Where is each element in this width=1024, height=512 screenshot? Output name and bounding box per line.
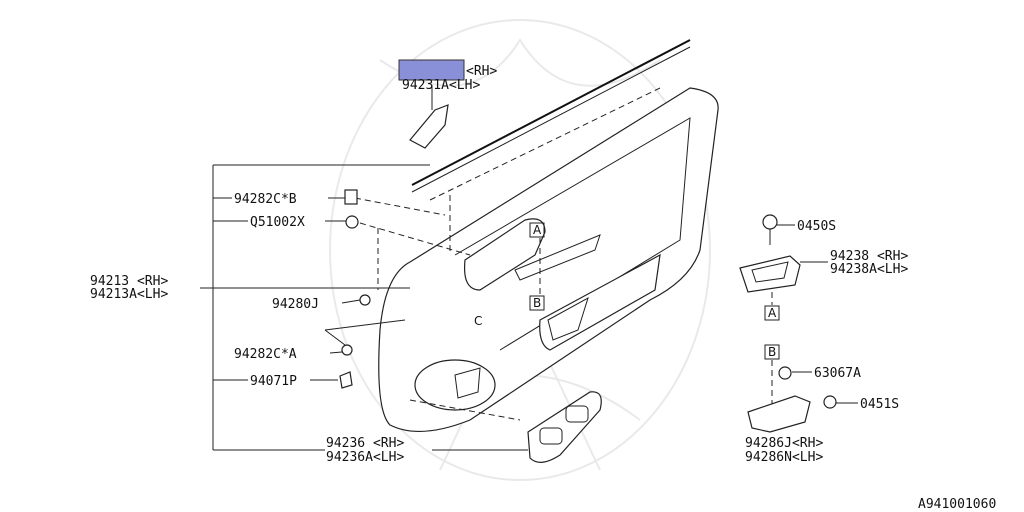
switch-2	[565, 405, 589, 423]
grille-mesh	[454, 367, 481, 399]
label-0450s: 0450S	[797, 219, 836, 234]
lead-94282ca-branch	[324, 319, 406, 346]
pull-cup-94286	[747, 395, 811, 433]
label-94071p: 94071P	[250, 374, 297, 389]
label-63067a: 63067A	[814, 366, 861, 381]
label-94286-rh: 94286J<RH>	[745, 436, 823, 451]
label-94286-lh: 94286N<LH>	[745, 450, 823, 465]
label-94238-lh: 94238A<LH>	[830, 262, 908, 277]
clip-94280j	[359, 294, 371, 306]
clip-94282ca	[341, 344, 353, 356]
speaker-grille	[414, 359, 496, 411]
dash-6	[409, 399, 521, 421]
drawing-id: A941001060	[918, 497, 996, 512]
screw-q51002x	[345, 215, 359, 229]
ref-a: A	[533, 223, 542, 237]
weatherstrip-edge	[411, 46, 691, 193]
lead-94282ca	[329, 351, 343, 354]
lead-94280j	[341, 299, 361, 304]
ref-b: B	[533, 296, 541, 310]
pocket-mesh	[547, 296, 589, 341]
label-94236-rh: 94236 <RH>	[326, 436, 404, 451]
screw-0451s	[823, 395, 837, 409]
dash-4	[354, 197, 446, 216]
clip-94071p	[339, 371, 353, 389]
top-clip-part	[409, 104, 449, 149]
ref-box-a2	[764, 305, 780, 321]
label-94282ca: 94282C*A	[234, 347, 297, 362]
label-q51002x: Q51002X	[250, 215, 305, 230]
weatherstrip	[411, 39, 691, 186]
handle-bezel-94238	[739, 255, 801, 293]
label-94282cb: 94282C*B	[234, 192, 297, 207]
ref-box-b2	[764, 344, 780, 360]
clip-63067a	[778, 366, 792, 380]
label-94280j: 94280J	[272, 297, 319, 312]
ref-box-b	[529, 295, 545, 311]
dash-5	[359, 222, 471, 256]
door-pocket	[539, 253, 661, 351]
ref-box-a	[529, 222, 545, 238]
label-94213-lh: 94213A<LH>	[90, 287, 168, 302]
label-94213-rh: 94213 <RH>	[90, 274, 168, 289]
ref-c: C	[474, 314, 482, 328]
switch-1	[539, 427, 563, 445]
dash-2	[429, 87, 661, 201]
handle-bezel-inner	[751, 261, 789, 283]
armrest	[514, 234, 601, 281]
label-94238-rh: 94238 <RH>	[830, 249, 908, 264]
label-top-clip-lh: 94231A<LH>	[402, 78, 480, 93]
door-trim-panel	[378, 87, 719, 432]
switch-panel-part	[527, 391, 602, 463]
ref-a2: A	[768, 306, 777, 320]
label-94236-lh: 94236A<LH>	[326, 450, 404, 465]
label-top-clip-rh: <RH>	[466, 64, 497, 79]
screw-0450s	[762, 214, 778, 230]
ref-b2: B	[768, 345, 776, 359]
clip-94282cb	[344, 189, 358, 205]
label-0451s: 0451S	[860, 397, 899, 412]
redaction-block	[398, 59, 465, 81]
